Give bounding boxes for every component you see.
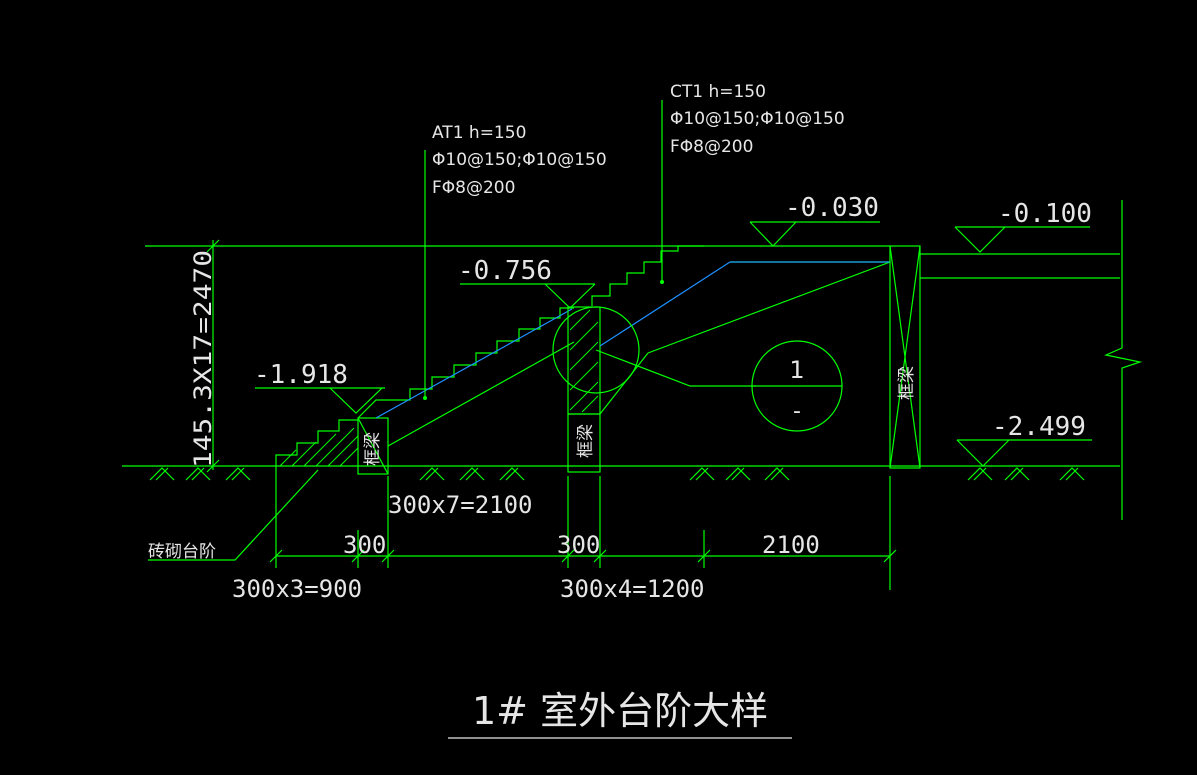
elevation-symbols xyxy=(255,221,1092,467)
brick-step-label: 砖砌台阶 xyxy=(148,542,216,562)
drawing-title: 1# 室外台阶大样 xyxy=(472,689,768,733)
horizontal-dimensions xyxy=(269,466,897,590)
ct1-note-line1: CT1 h=150 xyxy=(670,82,766,102)
dim-2100: 2100 xyxy=(762,531,820,559)
note-leaders xyxy=(424,100,663,398)
elevation-top-left: -0.030 xyxy=(785,193,879,223)
vertical-dimension-text: 145.3X17=2470 xyxy=(189,250,217,468)
ct1-note-line3: FΦ8@200 xyxy=(670,137,753,157)
elevation-top-right: -0.100 xyxy=(998,199,1092,229)
at1-note-line1: AT1 h=150 xyxy=(432,123,526,143)
stair-flight-ct1 xyxy=(591,245,891,415)
lower-steps-hatch xyxy=(279,427,359,467)
ct1-leader-dot xyxy=(660,280,664,284)
right-beam-cross xyxy=(889,245,921,469)
left-beam-cross xyxy=(357,417,389,475)
middle-beam-lower xyxy=(567,413,601,473)
ground-hatch-symbols xyxy=(149,467,1085,481)
detail-marker-number: 1 xyxy=(789,356,804,384)
right-slab xyxy=(920,200,1143,520)
dim-run-total: 300x7=2100 xyxy=(388,491,533,519)
stair-flight-at1-cover xyxy=(375,308,573,419)
vertical-dimension xyxy=(145,239,890,473)
detail-marker-sheet: - xyxy=(793,399,801,424)
right-beam xyxy=(889,245,921,469)
dim-300-mid: 300 xyxy=(557,531,600,559)
dim-mid-treads: 300x4=1200 xyxy=(560,575,705,603)
middle-beam-hatch xyxy=(569,309,599,413)
elevation-low: -1.918 xyxy=(254,360,348,390)
dim-300-left: 300 xyxy=(343,531,386,559)
lower-steps xyxy=(275,419,358,466)
right-beam-label: 框梁 xyxy=(897,366,917,400)
at1-note-line2: Φ10@150;Φ10@150 xyxy=(432,150,607,170)
stair-flight-at1 xyxy=(357,307,575,447)
elevation-bottom-right: -2.499 xyxy=(992,412,1086,442)
dim-left-treads: 300x3=900 xyxy=(232,575,362,603)
elevation-mid: -0.756 xyxy=(458,256,552,286)
at1-leader-dot xyxy=(423,396,427,400)
stair-flight-ct1-cover xyxy=(599,261,890,347)
at1-note-line3: FΦ8@200 xyxy=(432,178,515,198)
middle-beam-label: 框梁 xyxy=(576,424,596,458)
middle-beam xyxy=(567,306,601,415)
detail-callout xyxy=(552,306,843,432)
left-beam-label: 框梁 xyxy=(363,432,383,466)
ct1-note-line2: Φ10@150;Φ10@150 xyxy=(670,109,845,129)
brick-step-leader xyxy=(148,469,319,561)
